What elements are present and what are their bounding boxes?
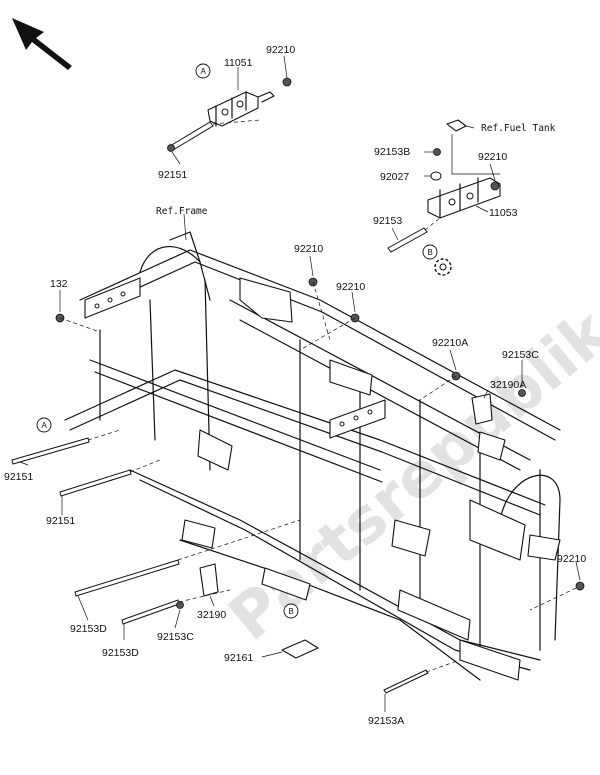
- part-label[interactable]: 92210A: [432, 337, 468, 349]
- callout-a-left: A: [36, 417, 52, 433]
- callout-b-bottom: B: [283, 603, 299, 619]
- pad-92161: [281, 639, 319, 659]
- fuel-tank-ref-pad: [446, 119, 467, 132]
- bolt-92153a: [383, 669, 429, 694]
- collar-92027: [430, 171, 442, 181]
- bolt-92153c-left: [176, 601, 184, 609]
- part-label[interactable]: 92210: [336, 281, 365, 293]
- nut-92210-top: [282, 77, 292, 87]
- svg-text:A: A: [42, 421, 48, 430]
- bolt-92151-top-drawing: [167, 121, 214, 152]
- part-label[interactable]: 92027: [380, 171, 409, 183]
- part-label[interactable]: 92153B: [374, 146, 410, 158]
- part-label[interactable]: 92153D: [70, 623, 107, 635]
- callout-a-top: A: [195, 63, 211, 79]
- part-label[interactable]: 92151: [158, 169, 187, 181]
- part-label[interactable]: 92151: [4, 471, 33, 483]
- bolt-92153b-head: [433, 148, 441, 156]
- part-label[interactable]: 92151: [46, 515, 75, 527]
- bolt-92153c-right: [518, 389, 526, 397]
- orientation-arrow-icon: [12, 18, 72, 70]
- part-label[interactable]: 92153C: [157, 631, 194, 643]
- part-label[interactable]: 92210: [294, 243, 323, 255]
- nut-92210-rear: [575, 581, 585, 591]
- part-label[interactable]: 132: [50, 278, 68, 290]
- alignment-dashes: [59, 119, 577, 673]
- bolt-92153d-a: [74, 559, 180, 597]
- bolt-92151-left-b: [59, 469, 132, 497]
- bolt-92153d-b: [121, 599, 180, 625]
- part-label[interactable]: 92210: [557, 553, 586, 565]
- main-frame-drawing: [64, 231, 561, 681]
- bracket-32190: [199, 563, 219, 597]
- part-label[interactable]: 92153A: [368, 715, 404, 727]
- ref-fuel-tank-label: Ref.Fuel Tank: [481, 123, 556, 134]
- part-label[interactable]: 92153D: [102, 647, 139, 659]
- svg-text:B: B: [428, 248, 433, 257]
- bolt-92151-left-a: [11, 437, 90, 465]
- bracket-11051-drawing: [207, 91, 275, 127]
- leader-lines: [19, 55, 581, 712]
- bolt-92153-drawing: [387, 227, 428, 253]
- svg-text:A: A: [201, 67, 207, 76]
- part-label[interactable]: 92153: [373, 215, 402, 227]
- part-label[interactable]: 92210: [266, 44, 295, 56]
- bracket-32190a: [471, 393, 493, 425]
- nut-92210-right: [490, 181, 500, 191]
- part-label[interactable]: 32190: [197, 609, 226, 621]
- callout-b-mid: B: [422, 244, 438, 260]
- part-label[interactable]: 92210: [478, 151, 507, 163]
- ref-frame-label: Ref.Frame: [156, 206, 208, 217]
- part-label[interactable]: 92161: [224, 652, 253, 664]
- gear-icon: [434, 258, 452, 276]
- part-label[interactable]: 92153C: [502, 349, 539, 361]
- bracket-11053-drawing: [427, 177, 501, 219]
- part-label[interactable]: 11051: [224, 57, 253, 69]
- part-label[interactable]: 32190A: [490, 379, 526, 391]
- part-label[interactable]: 11053: [489, 207, 518, 219]
- svg-text:B: B: [289, 607, 294, 616]
